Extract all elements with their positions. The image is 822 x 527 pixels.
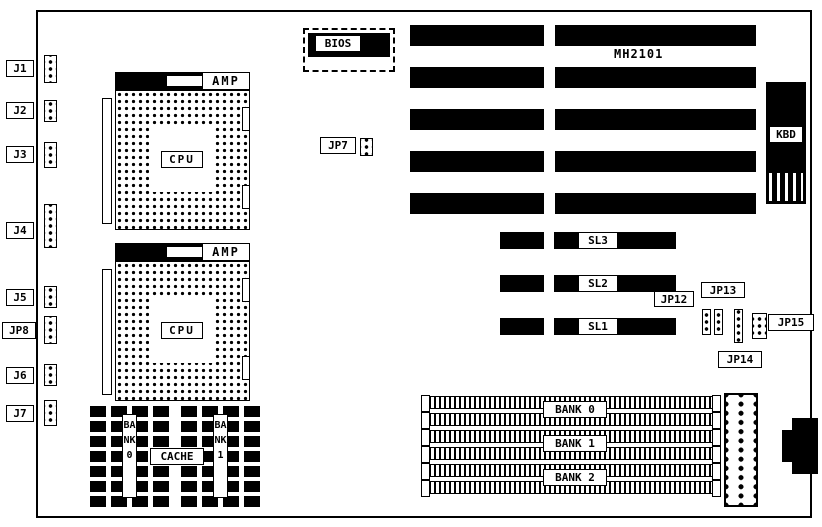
cpu-socket-1-inset	[167, 76, 203, 86]
kbd-label: KBD	[769, 126, 803, 143]
connector-j1-label: J1	[6, 60, 34, 77]
kbd-pin-stripes	[769, 173, 803, 201]
cpu-socket-1-brand-label: AMP	[202, 72, 250, 90]
slot-sl1-label: SL1	[578, 318, 618, 335]
cpu-socket-2-inset	[167, 247, 203, 257]
memory-bank0-label: BANK 0	[543, 401, 607, 418]
cpu-socket-1-notch-bottom	[242, 185, 250, 209]
jumper-jp12-label: JP12	[654, 291, 694, 307]
jumper-jp15-pins	[752, 313, 767, 339]
cpu-socket-2-brand-label: AMP	[202, 243, 250, 261]
memory-bank2-label: BANK 2	[543, 469, 607, 486]
jumper-jp13-label: JP13	[701, 282, 745, 298]
cpu-socket-1-chip-label: CPU	[161, 150, 203, 168]
connector-j7-label: J7	[6, 405, 34, 422]
bios-socket: BIOS	[303, 28, 395, 72]
connector-j3-label: J3	[6, 146, 34, 163]
isa-slot-4	[410, 151, 756, 172]
cpu-socket-2-notch-top	[242, 278, 250, 302]
jumper-jp12-pins	[702, 309, 711, 335]
bios-label: BIOS	[315, 35, 361, 52]
jumper-jp14-pins	[734, 309, 743, 343]
jumper-jp7-pins	[360, 138, 373, 156]
connector-j4-pins	[44, 204, 57, 248]
cpu-socket-1-topbar: AMP	[115, 72, 250, 90]
jumper-jp8-label: JP8	[2, 322, 36, 339]
slot-sl2-label: SL2	[578, 275, 618, 292]
cpu-socket-2-notch-bottom	[242, 356, 250, 380]
isa-slot-5	[410, 193, 756, 214]
connector-j3-pins	[44, 142, 57, 168]
cache-bank0-vlabel: BANK0	[122, 414, 137, 498]
connector-j5-label: J5	[6, 289, 34, 306]
cpu-socket-1-center: CPU	[149, 126, 215, 192]
connector-j2-pins	[44, 100, 57, 122]
isa-slot-3	[410, 109, 756, 130]
memory-bank1-label: BANK 1	[543, 435, 607, 452]
cpu-socket-2: AMP CPU	[102, 243, 250, 401]
zif-lever-2	[102, 269, 112, 395]
connector-j6-pins	[44, 364, 57, 386]
external-connector-tab	[782, 430, 794, 462]
cpu-socket-1-notch-top	[242, 107, 250, 131]
jumper-jp7-label: JP7	[320, 137, 356, 154]
jumper-jp8-pins	[44, 316, 57, 344]
jumper-jp15-label: JP15	[768, 314, 814, 331]
connector-j2-label: J2	[6, 102, 34, 119]
board-outline	[36, 10, 812, 518]
jumper-jp14-label: JP14	[718, 351, 762, 368]
connector-j1-pins	[44, 55, 57, 83]
jumper-jp13-pins	[714, 309, 723, 335]
isa-slot-2	[410, 67, 756, 88]
kbd-connector: KBD	[766, 82, 806, 204]
external-connector	[792, 418, 818, 474]
cpu-socket-2-chip-label: CPU	[161, 321, 203, 339]
cpu-socket-2-center: CPU	[149, 297, 215, 363]
zif-lever-1	[102, 98, 112, 224]
power-connector	[724, 393, 758, 507]
cpu-socket-1-pin-grid: CPU	[115, 90, 250, 230]
slot-sl3-label: SL3	[578, 232, 618, 249]
cpu-socket-2-pin-grid: CPU	[115, 261, 250, 401]
cpu-socket-2-topbar: AMP	[115, 243, 250, 261]
connector-j6-label: J6	[6, 367, 34, 384]
cpu-socket-1: AMP CPU	[102, 72, 250, 230]
cache-bank1-vlabel: BANK1	[213, 414, 228, 498]
connector-j5-pins	[44, 286, 57, 308]
cache-label: CACHE	[150, 448, 204, 465]
connector-j7-pins	[44, 400, 57, 426]
board-model: MH2101	[614, 47, 664, 61]
connector-j4-label: J4	[6, 222, 34, 239]
isa-slot-1	[410, 25, 756, 46]
